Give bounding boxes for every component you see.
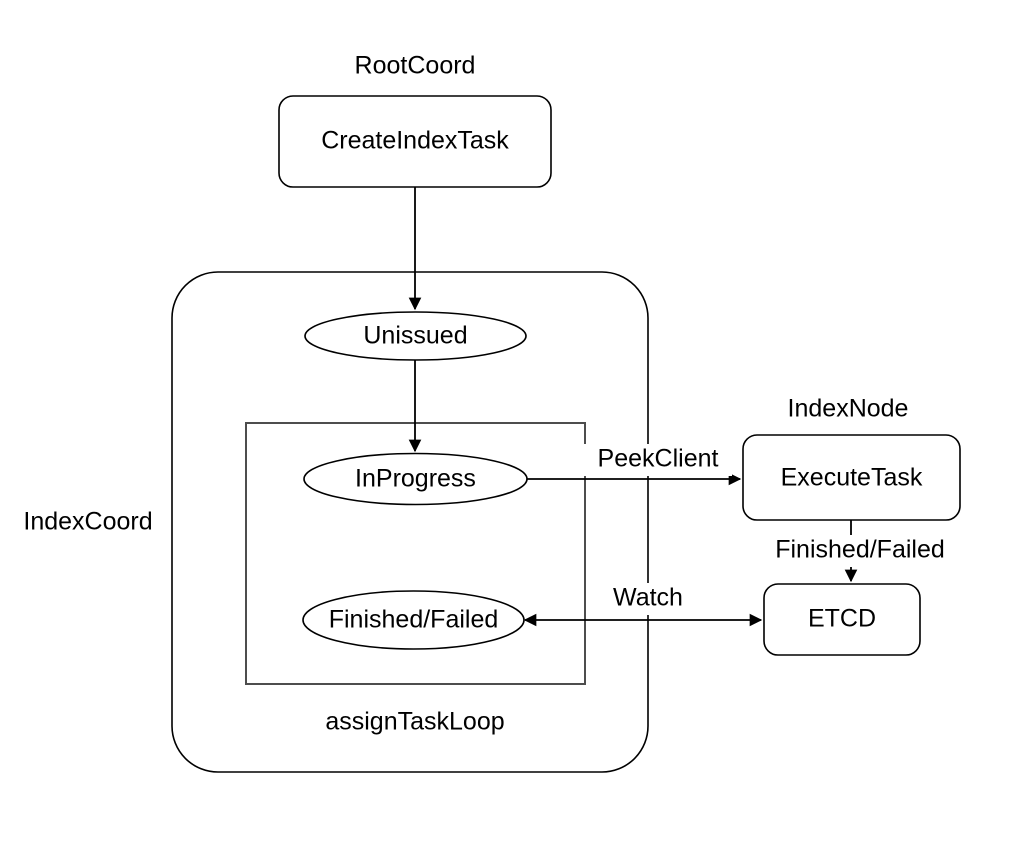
edge-label-watch: Watch xyxy=(613,584,683,612)
unissued-shape[interactable] xyxy=(304,311,527,361)
node-label-create-index-task: CreateIndexTask xyxy=(321,127,509,155)
node-label-unissued: Unissued xyxy=(363,322,467,350)
node-label-etcd: ETCD xyxy=(808,605,876,633)
node-etcd[interactable]: ETCD xyxy=(763,583,921,656)
edge-label-group-peekclient: PeekClient xyxy=(584,444,732,476)
etcd-shape[interactable] xyxy=(763,583,921,656)
peekclient-label-backdrop xyxy=(584,444,732,476)
node-label-finished-failed: Finished/Failed xyxy=(329,606,499,634)
indexcoord-boundary xyxy=(171,271,649,773)
node-execute-task[interactable]: ExecuteTask xyxy=(742,434,961,521)
finished-failed-shape[interactable] xyxy=(302,590,525,650)
edge-label-group-watch: Watch xyxy=(604,583,694,615)
group-indexcoord: IndexCoord xyxy=(23,271,649,773)
group-label-assigntaskloop: assignTaskLoop xyxy=(325,708,504,736)
edge-label-finished-failed: Finished/Failed xyxy=(775,536,945,564)
watch-label-backdrop xyxy=(604,583,694,615)
node-label-execute-task: ExecuteTask xyxy=(781,464,923,492)
finished-failed-label-backdrop xyxy=(757,535,963,567)
inprogress-shape[interactable] xyxy=(303,452,528,506)
create-index-task-shape[interactable] xyxy=(278,95,552,188)
node-label-inprogress: InProgress xyxy=(355,465,476,493)
edge-label-group-finished-failed: Finished/Failed xyxy=(757,535,963,567)
node-inprogress[interactable]: InProgress xyxy=(303,452,528,506)
execute-task-shape[interactable] xyxy=(742,434,961,521)
group-label-indexnode: IndexNode xyxy=(788,395,909,423)
group-label-rootcoord: RootCoord xyxy=(355,52,476,80)
group-label-indexcoord: IndexCoord xyxy=(23,508,152,536)
node-unissued[interactable]: Unissued xyxy=(304,311,527,361)
node-create-index-task[interactable]: CreateIndexTask xyxy=(278,95,552,188)
edge-label-peekclient: PeekClient xyxy=(598,445,719,473)
node-finished-failed[interactable]: Finished/Failed xyxy=(302,590,525,650)
